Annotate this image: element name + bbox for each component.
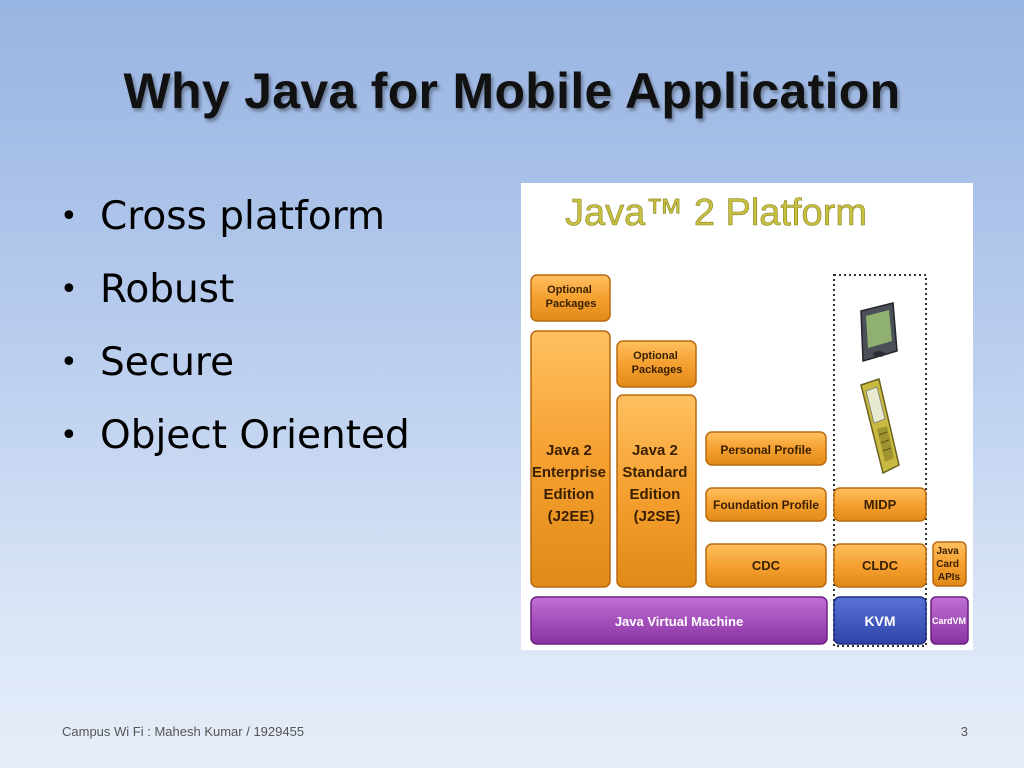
j2ee-box: [530, 330, 611, 588]
j2se-line-3: Edition: [630, 486, 681, 503]
j2ee-line-4: (J2EE): [548, 508, 595, 525]
cdc-box: [705, 543, 827, 588]
micro-edition-frame: [833, 274, 927, 647]
slide-title: Why Java for Mobile Application: [123, 63, 901, 119]
svg-text:Optional Packages: Optional Packages: [546, 284, 597, 310]
bullet-text: Cross platform: [100, 194, 386, 239]
cldc-label: CLDC: [862, 558, 899, 573]
kvm-label: KVM: [864, 613, 895, 629]
cdc-label: CDC: [752, 558, 781, 573]
bullet-dot-icon: •: [60, 418, 78, 453]
kvm-bar: [833, 596, 927, 645]
j2ee-line-3: Edition: [544, 486, 595, 503]
cldc-box: [833, 543, 927, 588]
bullet-item: • Robust: [60, 261, 410, 334]
mobile-phone-icon: [860, 378, 900, 475]
ee-optional-packages-box: [530, 274, 611, 322]
j2se-line-2: Standard: [622, 464, 687, 481]
ee-optional-line-1: Optional: [547, 284, 592, 296]
cardvm-bar: [930, 596, 969, 645]
cardvm-label: CardVM: [932, 616, 966, 626]
j2se-line-4: (J2SE): [634, 508, 681, 525]
bullet-item: • Cross platform: [60, 188, 410, 261]
foundation-profile-box: [705, 487, 827, 522]
se-optional-packages-box: [616, 340, 697, 388]
foundation-profile-label: Foundation Profile: [713, 498, 819, 512]
page-number: 3: [960, 724, 968, 739]
jvm-bar: [530, 596, 828, 645]
javacard-line-1: Java: [936, 546, 959, 557]
ee-optional-line-2: Packages: [546, 298, 597, 310]
se-optional-line-2: Packages: [632, 364, 683, 376]
se-optional-line-1: Optional: [633, 350, 678, 362]
midp-label: MIDP: [864, 497, 897, 512]
footer-text: Campus Wi Fi : Mahesh Kumar / 1929455: [62, 724, 305, 739]
midp-box: [833, 487, 927, 522]
j2ee-line-2: Enterprise: [532, 464, 606, 481]
pda-icon: [860, 302, 898, 362]
bullet-list: • Cross platform • Robust • Secure • Object …: [60, 188, 410, 480]
j2ee-line-1: Java 2: [546, 442, 592, 459]
svg-text:Optional Packages: Optional Packages: [632, 350, 683, 376]
java-platform-diagram: Java™ 2 Platform Optional Packages Optio…: [521, 183, 973, 650]
diagram-svg: Java™ 2 Platform Optional Packages Optio…: [530, 192, 969, 647]
javacard-apis-box: [932, 541, 967, 587]
svg-text:Java 2 Standard Ed: Java 2 Standard Edition (J2SE): [622, 442, 691, 525]
bullet-text: Secure: [100, 340, 235, 385]
personal-profile-box: [705, 431, 827, 466]
bullet-item: • Object Oriented: [60, 407, 410, 480]
bullet-dot-icon: •: [60, 199, 78, 234]
svg-text:Java Card APIs: Java Card APIs: [936, 546, 962, 583]
bullet-item: • Secure: [60, 334, 410, 407]
javacard-line-2: Card: [936, 559, 959, 570]
bullet-dot-icon: •: [60, 345, 78, 380]
jvm-label: Java Virtual Machine: [615, 614, 743, 629]
j2se-line-1: Java 2: [632, 442, 678, 459]
svg-text:Java 2 Enterprise: Java 2 Enterprise Edition (J2EE): [532, 442, 610, 525]
javacard-line-3: APIs: [938, 572, 961, 583]
j2se-box: [616, 394, 697, 588]
bullet-dot-icon: •: [60, 272, 78, 307]
bullet-text: Robust: [100, 267, 235, 312]
bullet-text: Object Oriented: [100, 413, 410, 458]
diagram-title: Java™ 2 Platform: [565, 192, 867, 234]
personal-profile-label: Personal Profile: [720, 443, 812, 457]
